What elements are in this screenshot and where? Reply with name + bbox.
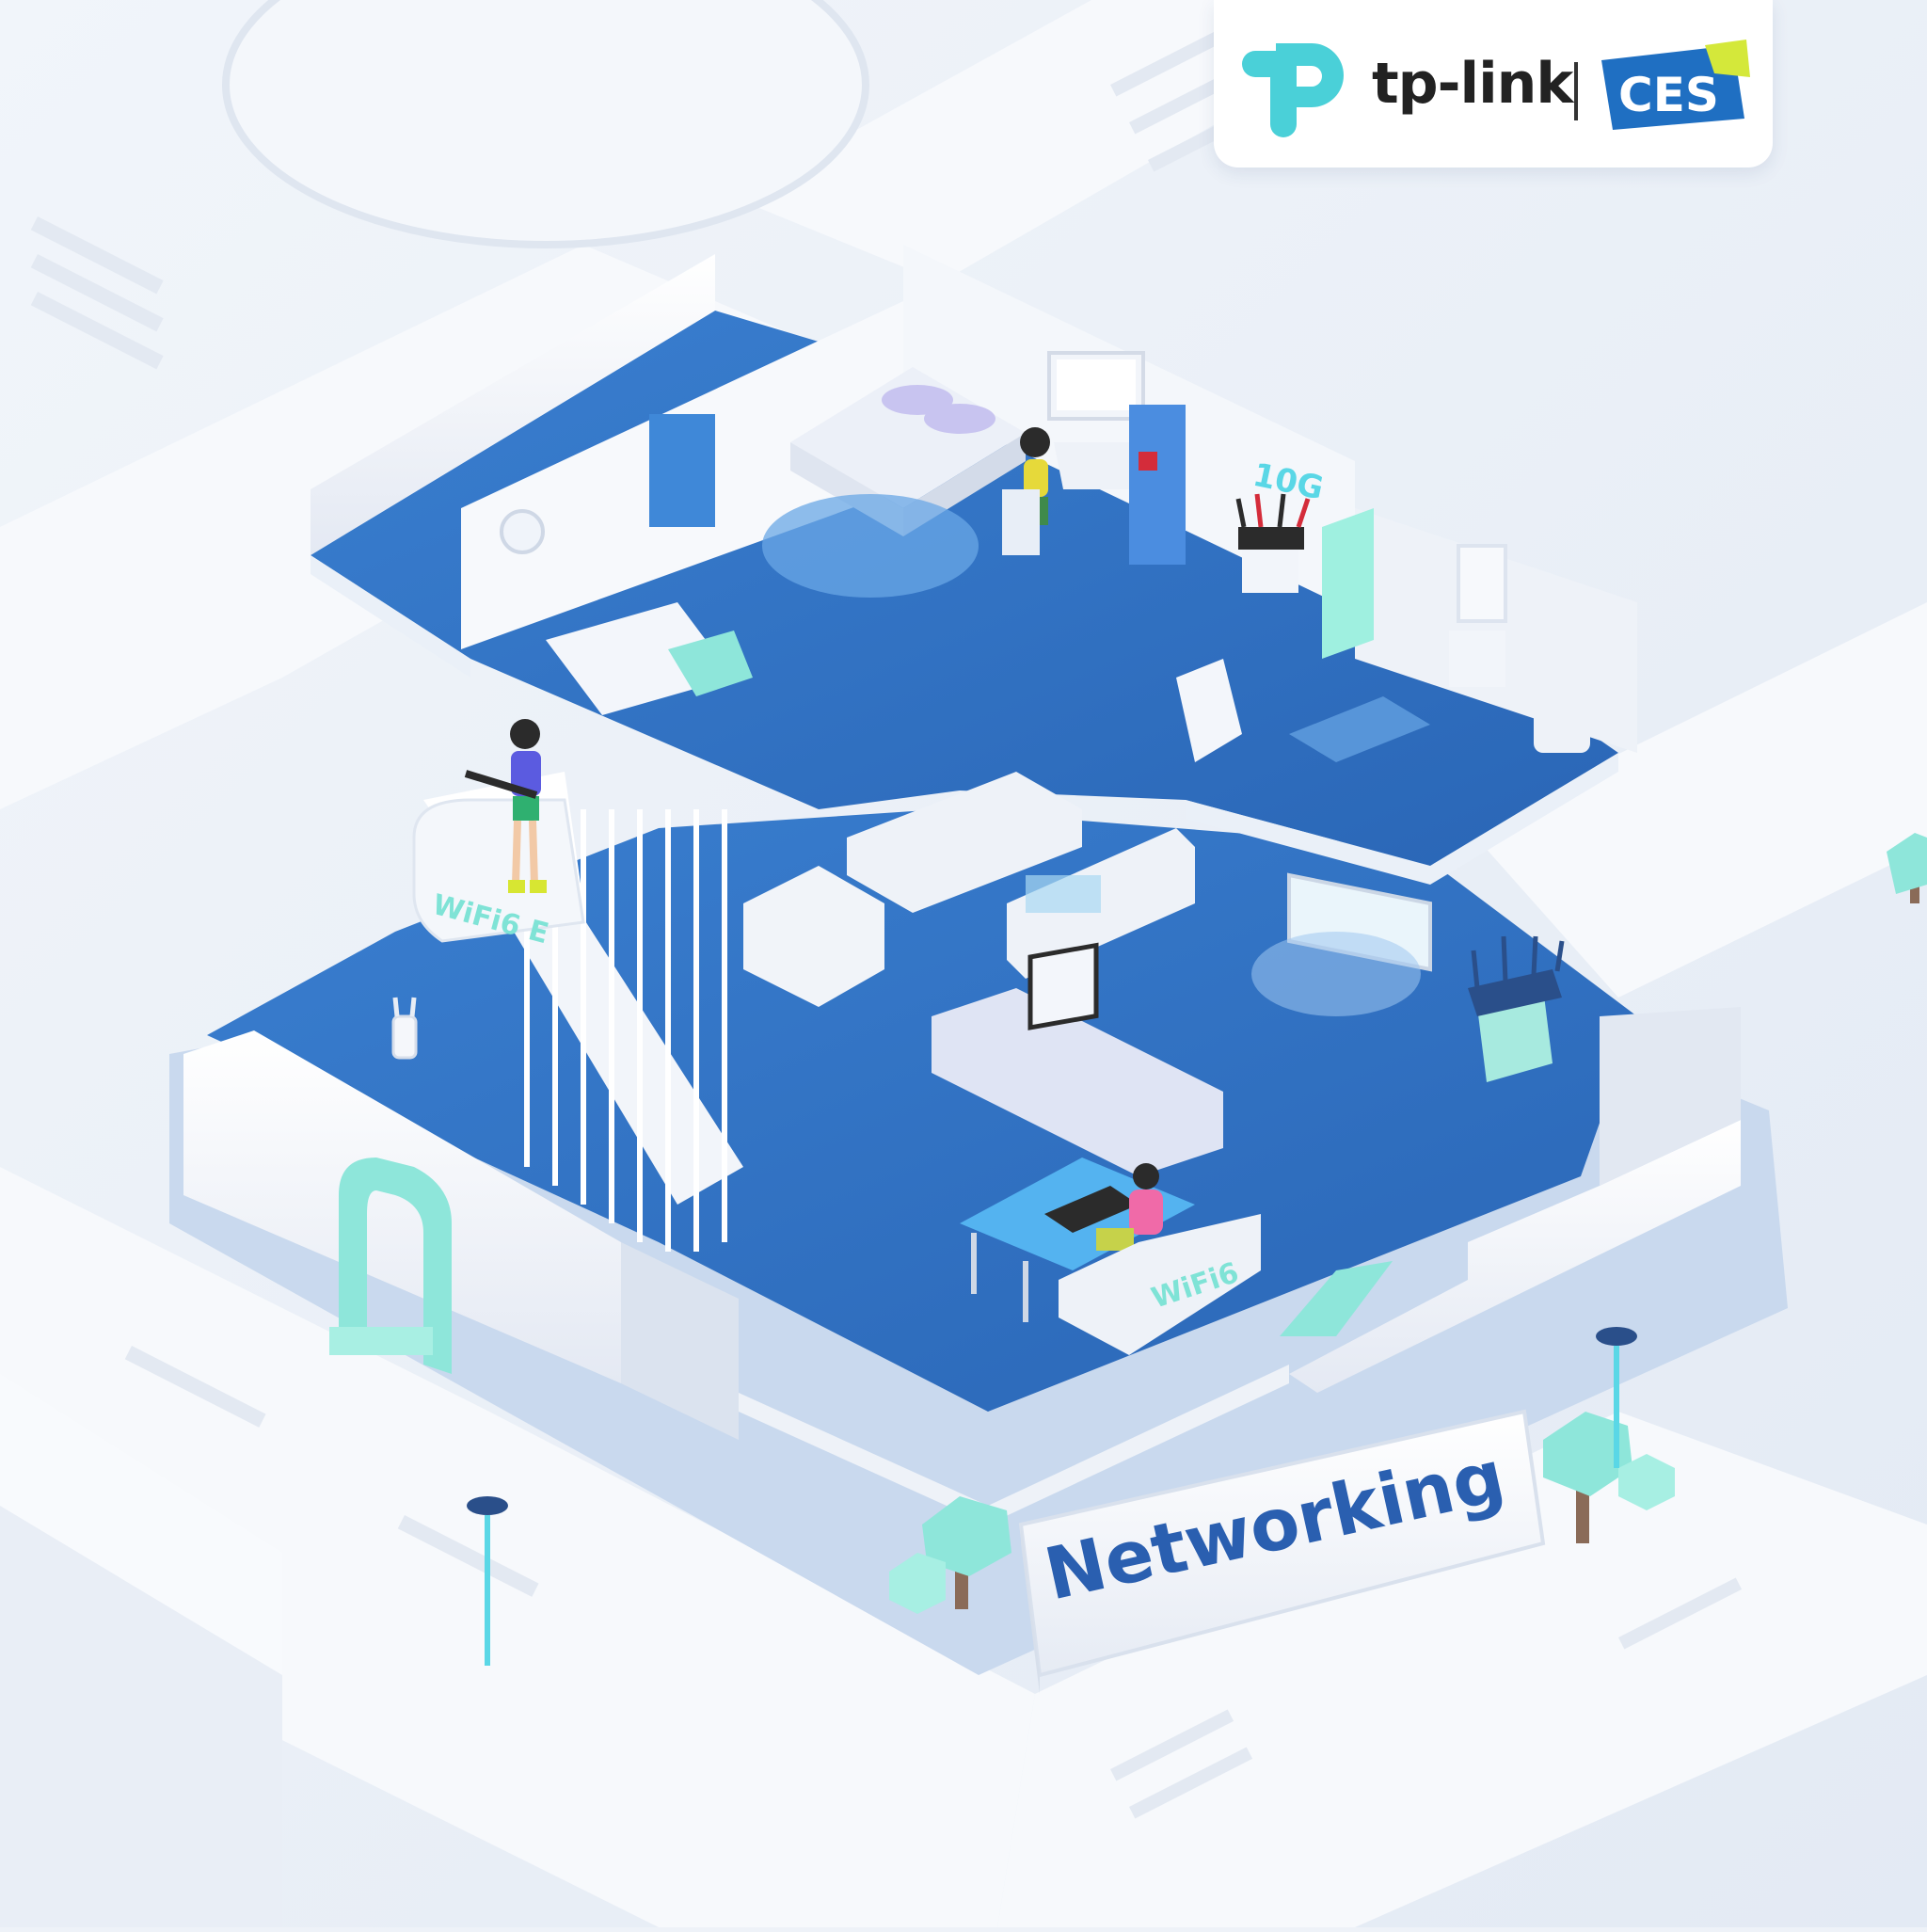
staircase: WiFi6 E bbox=[412, 772, 743, 1252]
oval-plaza bbox=[222, 0, 869, 248]
bath-mat bbox=[1289, 696, 1430, 762]
block-bottom-left-top bbox=[0, 1374, 282, 1675]
railing-block bbox=[546, 602, 734, 715]
road-bottom-right bbox=[997, 1412, 1927, 1927]
desk-upstairs bbox=[1047, 351, 1186, 565]
wall-front-right bbox=[1289, 1120, 1741, 1393]
kitchen-counter-back bbox=[847, 772, 1082, 913]
armchair bbox=[1059, 1214, 1261, 1355]
sink bbox=[1449, 631, 1505, 687]
upper-wall-left bbox=[311, 254, 715, 555]
chair-upstairs bbox=[1002, 489, 1040, 555]
upper-floor-edge-left bbox=[311, 555, 470, 678]
brand-name: tp-link bbox=[1372, 51, 1573, 117]
desk-downstairs bbox=[960, 942, 1195, 1322]
closet-door bbox=[649, 414, 715, 527]
street-lamp-icon bbox=[467, 1496, 508, 1666]
wall-front-left bbox=[183, 1030, 621, 1383]
shelving bbox=[1176, 659, 1242, 762]
wall-front-ledge bbox=[739, 1365, 1289, 1525]
tv-light bbox=[1251, 932, 1421, 1016]
logo-divider bbox=[1574, 62, 1578, 120]
glass-shelf bbox=[1322, 508, 1374, 659]
tree-icon bbox=[1887, 833, 1927, 903]
wall-right bbox=[1600, 1007, 1741, 1186]
brand-logo-card: tp-link CES bbox=[1214, 0, 1773, 168]
block-bottom-left-side bbox=[0, 1506, 282, 1927]
wall-front-left-end bbox=[621, 1242, 739, 1440]
wall-accent-teal bbox=[1280, 1261, 1393, 1336]
upper-floor-edge-right bbox=[1186, 753, 1618, 885]
rug bbox=[762, 494, 979, 598]
tree-icon bbox=[889, 1496, 1011, 1614]
mirror bbox=[1457, 544, 1507, 623]
door-arch-icon[interactable] bbox=[329, 1158, 452, 1374]
wifi-extender-icon[interactable] bbox=[391, 997, 418, 1060]
tp-link-logo-icon bbox=[1242, 43, 1344, 137]
ces-logo-text: CES bbox=[1618, 68, 1719, 122]
person-icon bbox=[1096, 1163, 1163, 1251]
street-lamp-icon bbox=[1596, 1327, 1637, 1468]
router-icon[interactable] bbox=[1468, 935, 1565, 1082]
sofa bbox=[932, 988, 1223, 1176]
road-right bbox=[1468, 602, 1927, 998]
toilet bbox=[1534, 678, 1590, 753]
railing-teal bbox=[668, 631, 753, 696]
wall-clock bbox=[500, 509, 545, 554]
glass-item bbox=[1026, 875, 1101, 913]
tree-icon bbox=[1543, 1412, 1675, 1543]
kitchen-counter-left bbox=[743, 866, 884, 1007]
ces-logo-icon: CES bbox=[1601, 40, 1750, 130]
router-icon[interactable] bbox=[1235, 493, 1311, 593]
person-icon bbox=[464, 719, 547, 893]
road-bottom-left bbox=[0, 1167, 1035, 1927]
